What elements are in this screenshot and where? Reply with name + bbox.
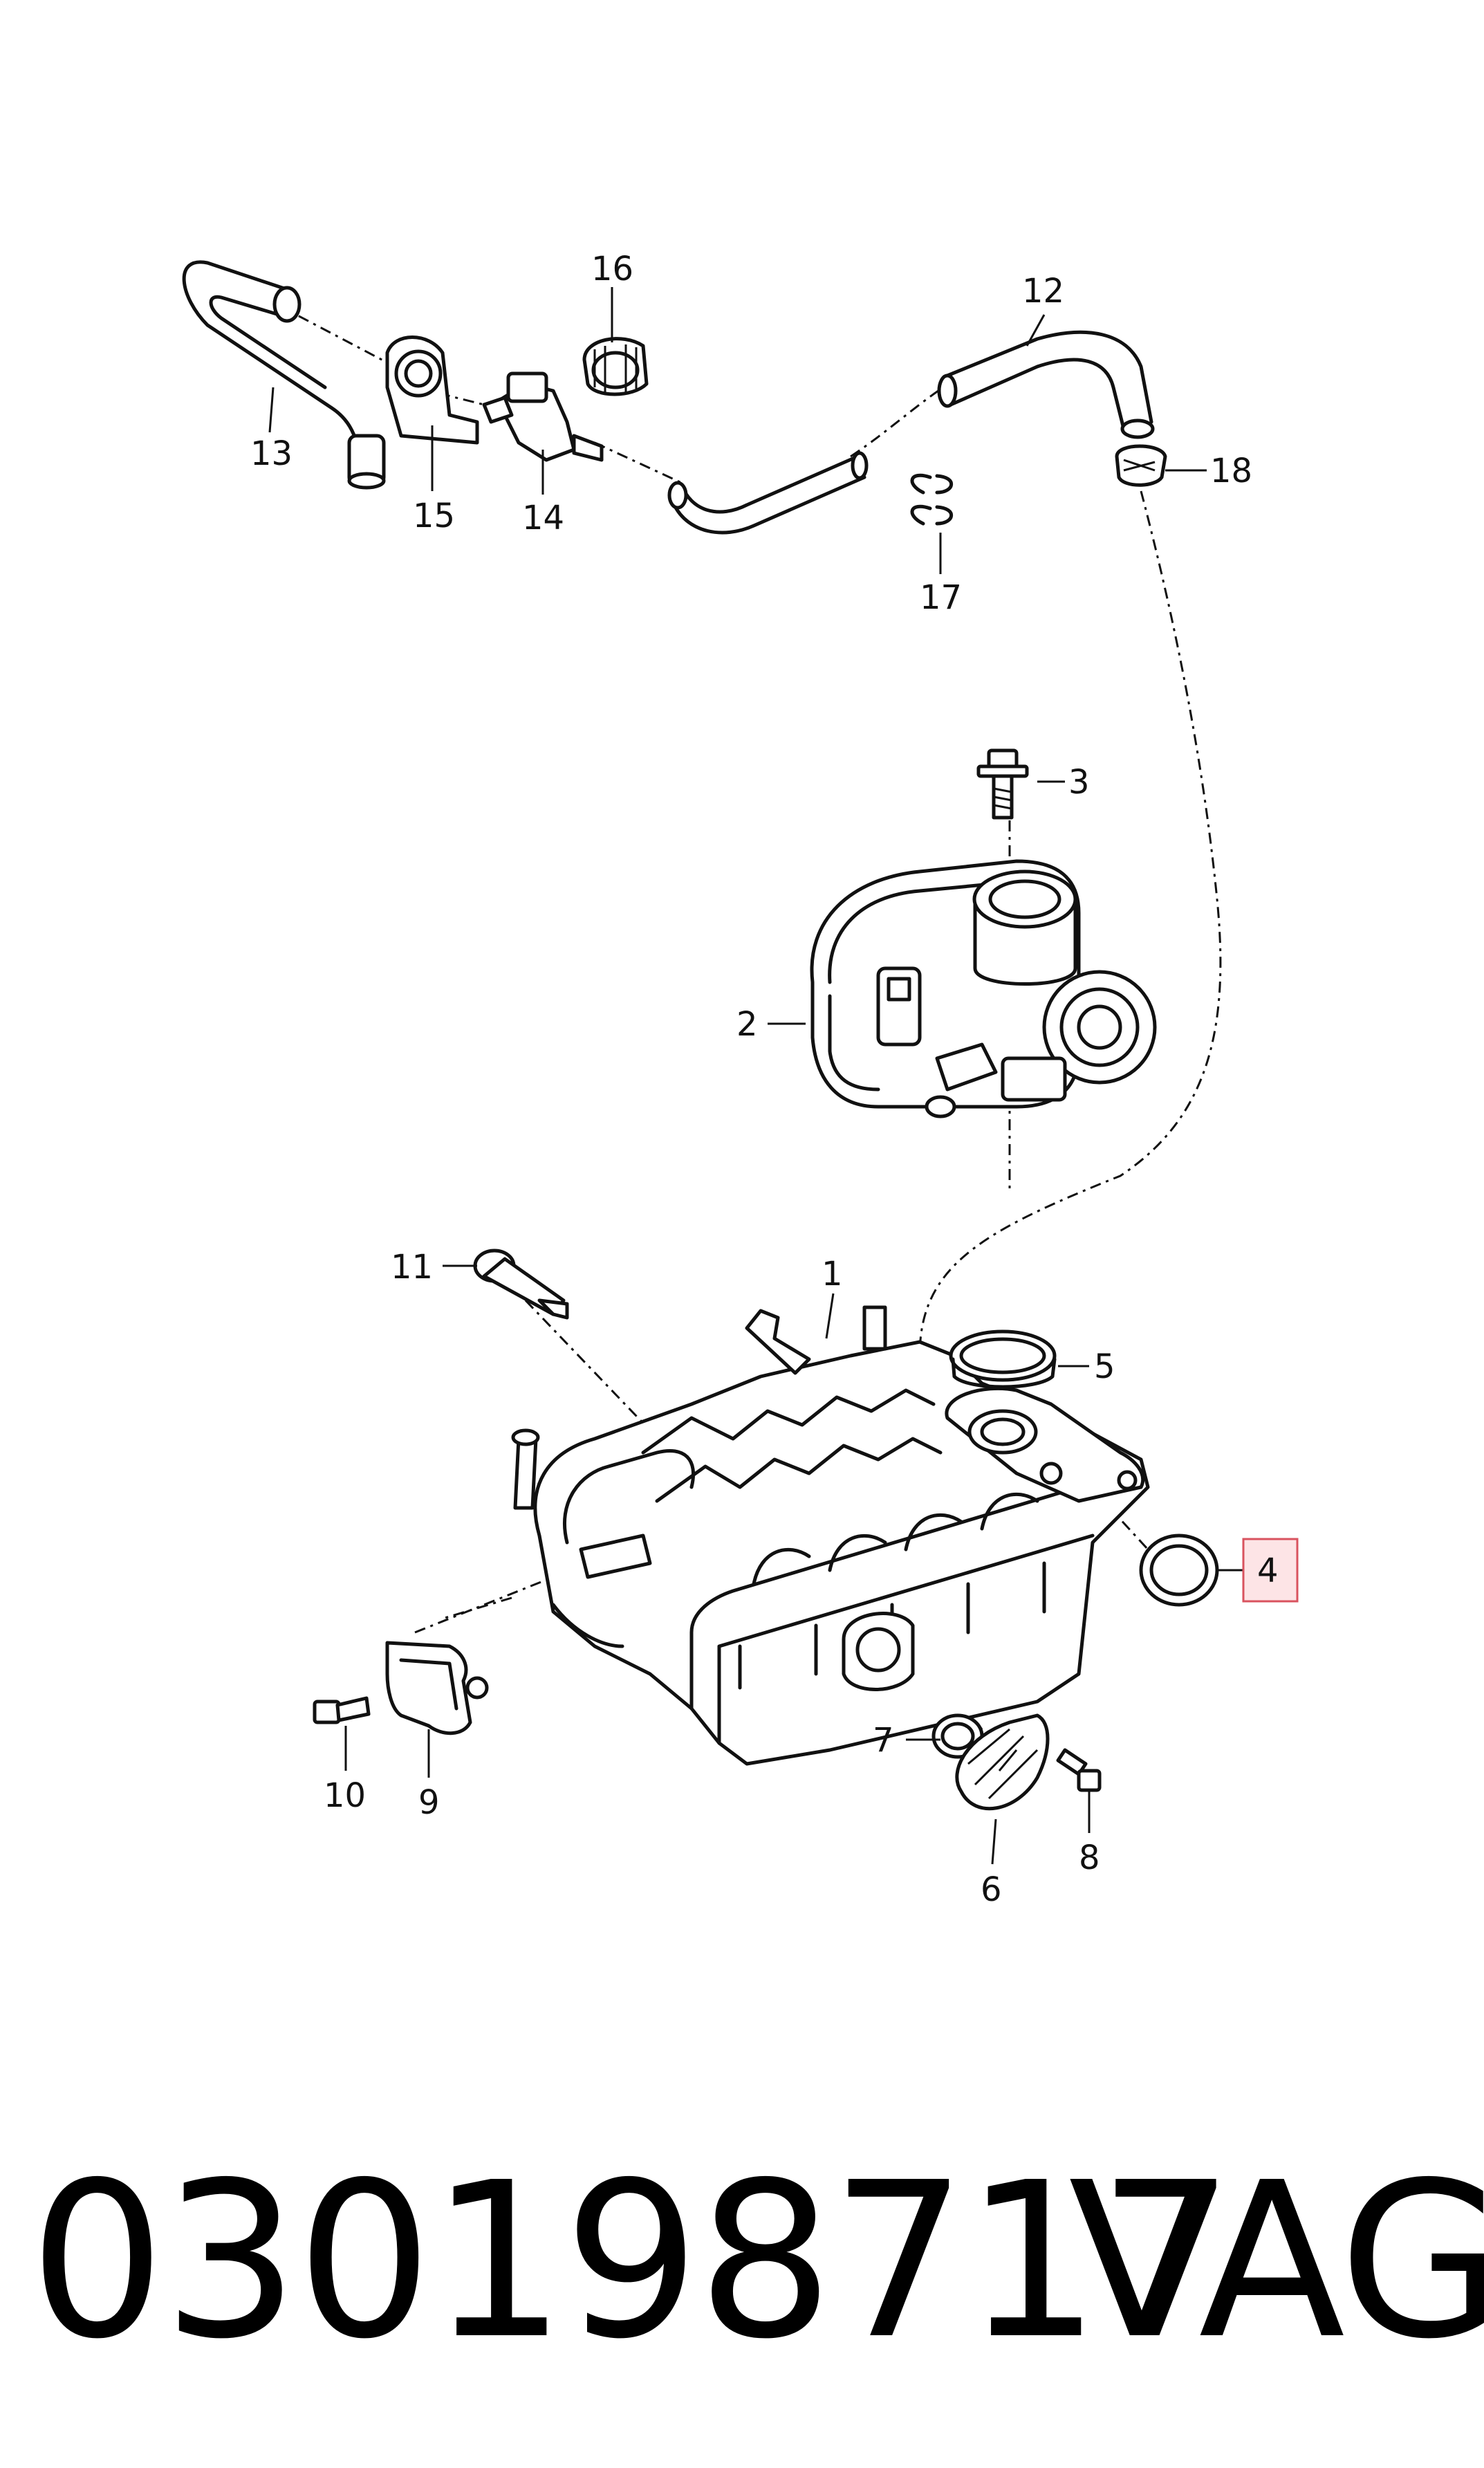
hose-12 [937,330,1155,439]
callout-14: 14 [522,499,564,537]
bolt-10 [313,1696,371,1724]
leader-lines [268,287,1245,1865]
callout-4: 4 [1257,1551,1279,1590]
valve-14 [482,371,604,462]
callout-6: 6 [981,1870,1002,1909]
intake-manifold-1 [511,1305,1150,1766]
callout-13: 13 [250,434,293,473]
throttle-body-2 [810,859,1157,1118]
callout-15: 15 [413,497,455,535]
callout-9: 9 [418,1783,440,1822]
callout-12: 12 [1022,272,1064,311]
callout-11: 11 [391,1248,433,1287]
gasket-5 [949,1329,1057,1389]
hose-middle [667,451,869,535]
callout-1: 1 [822,1255,843,1293]
callout-7: 7 [873,1721,894,1760]
callout-numbers: 1 2 3 4 5 6 7 8 9 10 11 12 13 14 15 16 1… [250,250,1279,1909]
hose-13 [182,260,386,490]
highlight-box-4 [1242,1538,1299,1603]
callout-2: 2 [736,1005,758,1044]
callout-3: 3 [1068,763,1090,802]
part-number: 030198717 [29,2137,1234,2386]
clips-17 [910,473,954,526]
callout-16: 16 [591,250,633,288]
callout-17: 17 [920,578,962,617]
callout-10: 10 [324,1776,366,1815]
clamp-18 [1115,444,1167,487]
o-ring-4 [1139,1534,1219,1607]
callout-18: 18 [1210,452,1252,490]
bolt-8 [1056,1748,1102,1792]
bracket-15 [385,335,479,445]
callout-5: 5 [1094,1347,1115,1386]
ring-16 [582,337,649,396]
sensor-9 [385,1641,489,1735]
callout-8: 8 [1079,1839,1100,1877]
bolt-11 [473,1249,569,1320]
bolt-3 [976,748,1029,820]
brand-name: VAG [1068,2137,1484,2386]
cover-plate-6 [955,1713,1050,1811]
